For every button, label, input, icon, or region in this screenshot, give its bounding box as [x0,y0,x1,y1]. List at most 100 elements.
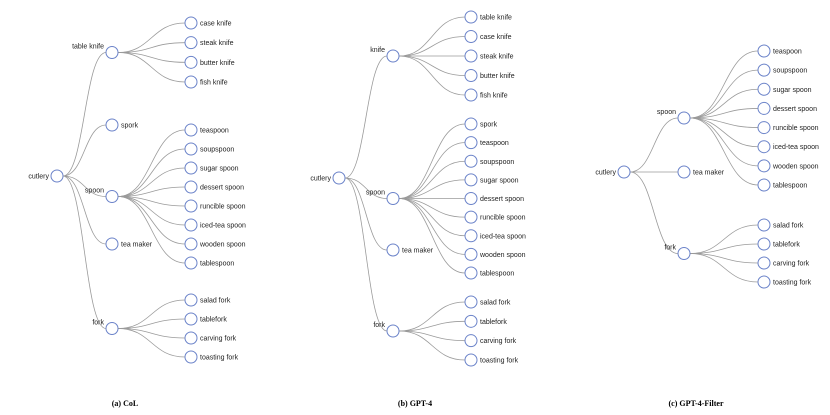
link-spoon-teaspoon [117,129,186,197]
link-fork-salad-fork [689,224,759,254]
leaf-node-tablefork[interactable] [757,237,771,251]
link-spoon-tablespoon [117,196,186,264]
link-cutlery-fork [629,171,679,254]
panel-caption: (c) GPT-4-Filter [668,399,723,408]
leaf-node-butter-knife[interactable] [464,69,478,82]
leaf-label-case-knife: case knife [200,21,232,28]
leaf-node-toasting-fork[interactable] [184,350,198,364]
node-spoon[interactable] [386,192,400,205]
link-table-knife-case-knife [117,22,186,53]
leaf-node-dessert-spoon[interactable] [757,101,771,115]
node-root-cutlery[interactable] [332,171,346,185]
leaf-node-tablefork[interactable] [184,312,198,326]
leaf-label-dessert-spoon: dessert spoon [200,185,244,192]
tree-links [62,22,186,358]
leaf-node-case-knife[interactable] [184,16,198,30]
leaf-node-toasting-fork[interactable] [464,353,478,367]
leaf-node-sugar-spoon[interactable] [184,161,198,175]
node-fork[interactable] [105,322,119,335]
leaf-node-runcible-spoon[interactable] [757,121,771,135]
leaf-label-teaspoon: teaspoon [480,140,509,147]
link-fork-toasting-fork [398,330,466,361]
leaf-node-tablespoon[interactable] [757,178,771,192]
leaf-node-sugar-spoon[interactable] [757,82,771,96]
link-spoon-iced-tea-spoon [398,198,466,237]
link-fork-salad-fork [117,299,186,329]
link-spoon-soupspoon [117,148,186,197]
leaf-node-carving-fork[interactable] [464,334,478,348]
link-fork-toasting-fork [117,328,186,358]
leaf-node-butter-knife[interactable] [184,55,198,69]
leaf-label-salad-fork: salad fork [200,298,231,305]
node-root-cutlery[interactable] [617,165,631,179]
leaf-node-soupspoon[interactable] [464,154,478,168]
leaf-node-steak-knife[interactable] [184,36,198,50]
leaf-node-steak-knife[interactable] [464,49,478,63]
leaf-node-carving-fork[interactable] [757,256,771,270]
leaf-node-salad-fork[interactable] [464,295,478,309]
leaf-node-sugar-spoon[interactable] [464,173,478,187]
leaf-node-dessert-spoon[interactable] [464,192,478,205]
leaf-node-iced-tea-spoon[interactable] [184,218,198,232]
link-spoon-tablespoon [689,117,759,186]
leaf-node-soupspoon[interactable] [757,63,771,77]
link-spoon-wooden-spoon [689,117,759,167]
link-spoon-iced-tea-spoon [689,117,759,148]
leaf-node-salad-fork[interactable] [757,218,771,232]
leaf-node-teaspoon[interactable] [757,44,771,58]
link-knife-table-knife [398,16,466,57]
leaf-label-toasting-fork: toasting fork [200,355,239,362]
link-fork-toasting-fork [689,253,759,283]
leaf-label-case-knife: case knife [480,34,512,41]
leaf-label-fish-knife: fish knife [480,93,508,100]
leaf-label-teaspoon: teaspoon [200,128,229,135]
link-spoon-soupspoon [398,160,466,199]
node-spoon[interactable] [105,190,119,203]
node-label-tea-maker: tea maker [402,248,434,255]
leaf-node-fish-knife[interactable] [184,75,198,89]
leaf-node-salad-fork[interactable] [184,293,198,307]
node-spork[interactable] [105,118,119,132]
node-spoon[interactable] [677,111,691,125]
leaf-node-fish-knife[interactable] [464,88,478,102]
leaf-node-spork[interactable] [464,117,478,131]
node-fork[interactable] [386,324,400,338]
leaf-label-runcible-spoon: runcible spoon [773,125,819,132]
link-cutlery-spoon [62,175,107,197]
node-table-knife[interactable] [105,46,119,59]
leaf-node-carving-fork[interactable] [184,331,198,345]
leaf-node-table-knife[interactable] [464,10,478,24]
tree-links [629,50,759,283]
link-fork-carving-fork [398,330,466,342]
link-spoon-sugar-spoon [689,88,759,119]
link-spoon-wooden-spoon [398,198,466,255]
leaf-node-runcible-spoon[interactable] [464,210,478,224]
leaf-node-runcible-spoon[interactable] [184,199,198,213]
leaf-node-tablespoon[interactable] [464,266,478,280]
leaf-node-toasting-fork[interactable] [757,275,771,289]
leaf-node-teaspoon[interactable] [464,136,478,150]
leaf-label-iced-tea-spoon: iced-tea spoon [480,233,526,240]
link-cutlery-knife [344,55,388,179]
node-knife[interactable] [386,49,400,63]
leaf-node-wooden-spoon[interactable] [184,237,198,251]
node-root-cutlery[interactable] [50,169,64,183]
leaf-node-soupspoon[interactable] [184,142,198,156]
leaf-node-wooden-spoon[interactable] [464,247,478,261]
node-tea-maker[interactable] [386,243,400,257]
leaf-node-dessert-spoon[interactable] [184,180,198,194]
node-tea-maker[interactable] [105,237,119,251]
leaf-node-wooden-spoon[interactable] [757,159,771,173]
leaf-node-tablefork[interactable] [464,314,478,328]
tree-links [344,16,466,361]
leaf-node-tablespoon[interactable] [184,256,198,270]
leaf-node-teaspoon[interactable] [184,123,198,137]
node-tea-maker[interactable] [677,165,691,179]
node-label-spoon: spoon [366,190,385,197]
leaf-node-case-knife[interactable] [464,30,478,43]
leaf-node-iced-tea-spoon[interactable] [464,229,478,243]
node-fork[interactable] [677,247,691,260]
leaf-node-iced-tea-spoon[interactable] [757,140,771,154]
